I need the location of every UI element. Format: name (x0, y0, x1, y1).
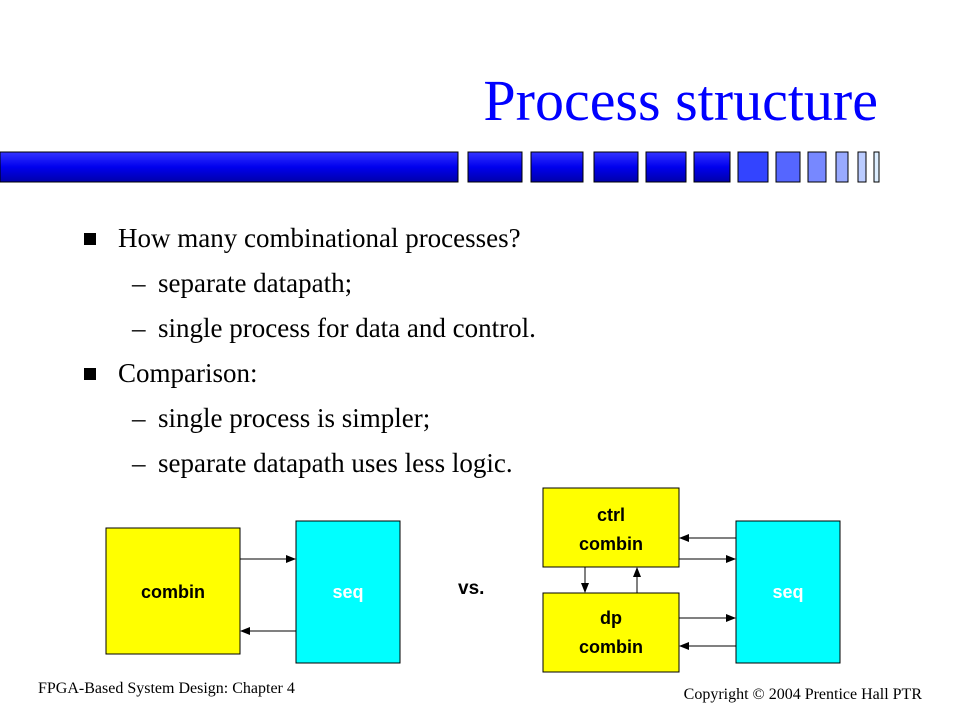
sub-bullet-item: – single process for data and control. (84, 306, 536, 351)
sub-bullet-text: separate datapath uses less logic. (158, 448, 513, 478)
seq-label-left: seq (332, 582, 363, 602)
dp-combin-label-line1: dp (600, 608, 622, 628)
dash-marker: – (132, 268, 146, 298)
dash-marker: – (132, 448, 146, 478)
bullet-item: Comparison: (84, 351, 536, 396)
sub-bullet-item: – single process is simpler; (84, 396, 536, 441)
title-decoration-bar (0, 151, 880, 183)
sub-bullet-text: separate datapath; (158, 268, 353, 298)
footer-copyright: Copyright © 2004 Prentice Hall PTR (683, 686, 922, 703)
bullet-text: How many combinational processes? (118, 223, 521, 253)
dash-marker: – (132, 313, 146, 343)
sub-bullet-text: single process is simpler; (158, 403, 431, 433)
sub-bullet-text: single process for data and control. (158, 313, 536, 343)
sub-bullet-item: – separate datapath; (84, 261, 536, 306)
dp-combin-label-line2: combin (579, 637, 643, 657)
ctrl-combin-box (542, 487, 680, 568)
bullet-square-icon (84, 368, 96, 380)
seq-label-right: seq (772, 582, 803, 602)
dp-combin-box (542, 592, 680, 673)
combin-box (105, 527, 241, 655)
bullet-square-icon (84, 233, 96, 245)
slide-title: Process structure (483, 68, 878, 133)
bullet-item: How many combinational processes? (84, 216, 536, 261)
dash-marker: – (132, 403, 146, 433)
combin-label: combin (141, 582, 205, 602)
bullet-text: Comparison: (118, 358, 258, 388)
vs-label: vs. (458, 578, 485, 599)
ctrl-combin-label-line2: combin (579, 534, 643, 554)
ctrl-combin-label-line1: ctrl (597, 505, 625, 525)
seq-box-left (295, 520, 401, 664)
sub-bullet-item: – separate datapath uses less logic. (84, 441, 536, 486)
footer-chapter: FPGA-Based System Design: Chapter 4 (38, 680, 295, 697)
seq-box-right (735, 520, 841, 664)
bullet-list: How many combinational processes? – sepa… (84, 216, 536, 486)
